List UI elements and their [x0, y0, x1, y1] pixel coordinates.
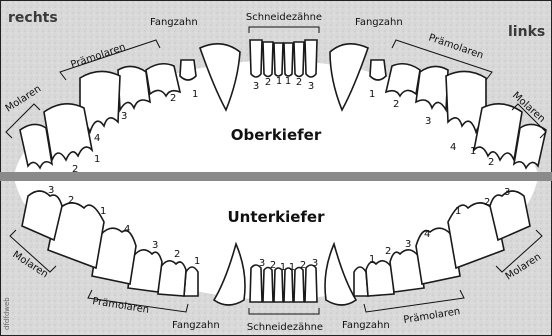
- tooth-number-upper-right-premolar-3: 3: [121, 111, 127, 122]
- lower-incisor-l2: [294, 268, 304, 303]
- upper-incisor-l3: [305, 40, 317, 77]
- label-links: links: [508, 24, 545, 40]
- tooth-number-upper-left-premolar-3: 3: [425, 116, 431, 127]
- lower-incisor-number: 1: [280, 262, 286, 273]
- upper-premolar-l1: [370, 60, 386, 80]
- tooth-number-upper-right-molar-1: 1: [94, 154, 100, 165]
- tooth-number-upper-right-premolar-4: 4: [94, 133, 100, 144]
- label-fangzahn-lower-right: Fangzahn: [172, 320, 220, 331]
- upper-incisor-r2: [263, 42, 273, 77]
- lower-incisor-l1: [284, 268, 293, 302]
- upper-premolar-r1: [180, 60, 196, 80]
- label-schneidezaehne-top: Schneidezähne: [246, 12, 322, 23]
- label-fangzahn-upper-left: Fangzahn: [355, 17, 403, 28]
- watermark: dfdfdweb: [3, 297, 11, 330]
- upper-incisor-l1: [284, 43, 293, 76]
- upper-premolar-l2: [386, 64, 420, 96]
- upper-incisor-l2: [294, 42, 304, 77]
- lower-incisor-r2: [263, 268, 273, 303]
- upper-incisor-r3: [250, 40, 262, 77]
- tooth-number-lower-left-premolar-2: 2: [385, 246, 391, 257]
- lower-incisor-number: 1: [289, 262, 295, 273]
- upper-incisor-number: 1: [276, 76, 282, 87]
- upper-incisor-r1: [274, 43, 283, 76]
- tooth-number-upper-right-premolar-1: 1: [192, 89, 198, 100]
- lower-incisor-number: 3: [312, 258, 318, 269]
- upper-incisor-number: 2: [265, 77, 271, 88]
- tooth-number-lower-right-premolar-1b: 1: [194, 256, 200, 267]
- upper-premolar-r2: [146, 64, 180, 96]
- label-fangzahn-lower-left: Fangzahn: [342, 320, 390, 331]
- tooth-number-upper-right-premolar-2: 2: [170, 93, 176, 104]
- upper-incisor-number: 1: [285, 76, 291, 87]
- tooth-number-upper-left-premolar-1: 1: [369, 89, 375, 100]
- tooth-number-lower-right-premolar-1a: 2: [174, 249, 180, 260]
- lower-incisor-number: 2: [270, 260, 276, 271]
- tooth-number-lower-left-premolar-4: 4: [424, 229, 430, 240]
- upper-incisor-number: 2: [296, 77, 302, 88]
- tooth-number-upper-left-premolar-4: 4: [450, 142, 456, 153]
- tooth-number-upper-left-molar-2: 2: [488, 157, 494, 168]
- tooth-number-lower-right-premolar-3: 4: [124, 224, 130, 235]
- tooth-number-lower-right-premolar-4: 1: [100, 206, 106, 217]
- tooth-number-lower-right-molar-2: 3: [48, 185, 54, 196]
- tooth-number-lower-left-molar-2: 2: [484, 197, 490, 208]
- lower-incisor-r3: [250, 265, 262, 302]
- tooth-number-lower-left-premolar-1: 1: [369, 254, 375, 265]
- tooth-number-lower-right-premolar-2: 3: [152, 240, 158, 251]
- tooth-number-lower-left-molar-3: 3: [504, 187, 510, 198]
- tooth-number-upper-right-molar-2: 2: [72, 164, 78, 175]
- tooth-number-upper-left-premolar-2: 2: [393, 99, 399, 110]
- label-fangzahn-upper-right: Fangzahn: [150, 17, 198, 28]
- tooth-number-upper-left-molar-1: 1: [470, 146, 476, 157]
- tooth-number-lower-left-premolar-3: 3: [405, 239, 411, 250]
- tooth-number-lower-left-molar-1: 1: [455, 206, 461, 217]
- lower-incisor-r1: [274, 268, 283, 302]
- tooth-number-lower-right-molar-1: 2: [68, 195, 74, 206]
- label-unterkiefer: Unterkiefer: [228, 208, 326, 226]
- lower-incisor-number: 2: [300, 260, 306, 271]
- label-oberkiefer: Oberkiefer: [231, 126, 322, 144]
- label-rechts: rechts: [8, 10, 58, 26]
- upper-incisor-number: 3: [308, 81, 314, 92]
- label-schneidezaehne-bottom: Schneidezähne: [247, 322, 323, 333]
- lower-incisor-number: 3: [259, 258, 265, 269]
- upper-incisor-number: 3: [253, 81, 259, 92]
- jaw-divider: [0, 172, 552, 181]
- lower-incisor-l3: [305, 265, 317, 302]
